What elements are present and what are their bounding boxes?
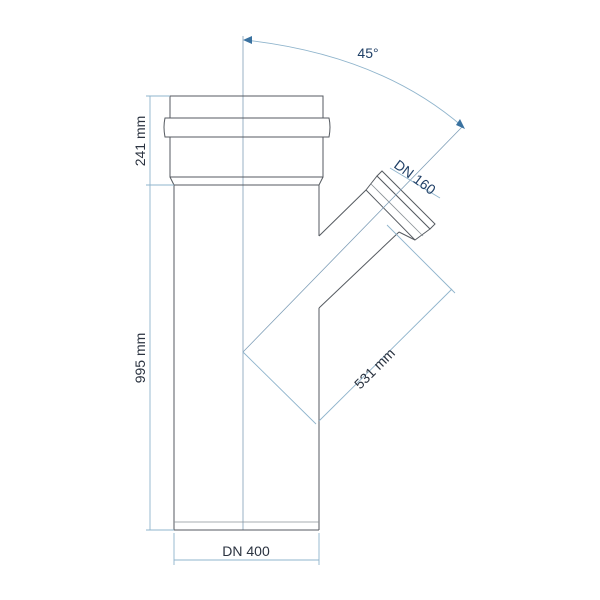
main-length-label: 995 mm: [132, 333, 148, 384]
dimension-branch-diameter: DN 160: [389, 156, 441, 199]
angle-arrow-end: [456, 119, 465, 129]
branch-centerline: [242, 126, 463, 353]
branch-pipe: [242, 126, 463, 353]
branch-length-label: 531 mm: [351, 345, 398, 392]
branch-wall-upper: [318, 189, 367, 237]
main-pipe: [163, 95, 331, 531]
socket-collar: [163, 117, 331, 138]
socket-taper: [169, 176, 324, 186]
socket-length-label: 241 mm: [132, 116, 148, 167]
branch-extension-line-1: [242, 351, 317, 425]
branch-diameter-leader: [389, 167, 441, 199]
main-diameter-label: DN 400: [222, 543, 270, 559]
angle-label: 45°: [357, 45, 378, 61]
angle-arrow-start: [243, 36, 252, 44]
socket-top-band: [169, 95, 324, 119]
dimension-angle: 45°: [243, 36, 465, 129]
dimension-branch-length: 531 mm: [242, 224, 456, 425]
angle-arc: [244, 39, 464, 128]
dimension-main-diameter: DN 400: [173, 533, 320, 565]
branch-dimension-line: [318, 288, 453, 422]
branch-socket-joint: [398, 231, 416, 241]
branch-socket-line: [370, 183, 424, 237]
dimension-vertical-left: 241 mm 995 mm: [132, 95, 174, 531]
socket-body: [169, 136, 324, 178]
branch-diameter-label: DN 160: [391, 156, 439, 197]
branch-wall-lower: [318, 231, 400, 309]
branch-extension-line-2: [386, 224, 456, 294]
branch-socket-lip: [376, 170, 436, 230]
